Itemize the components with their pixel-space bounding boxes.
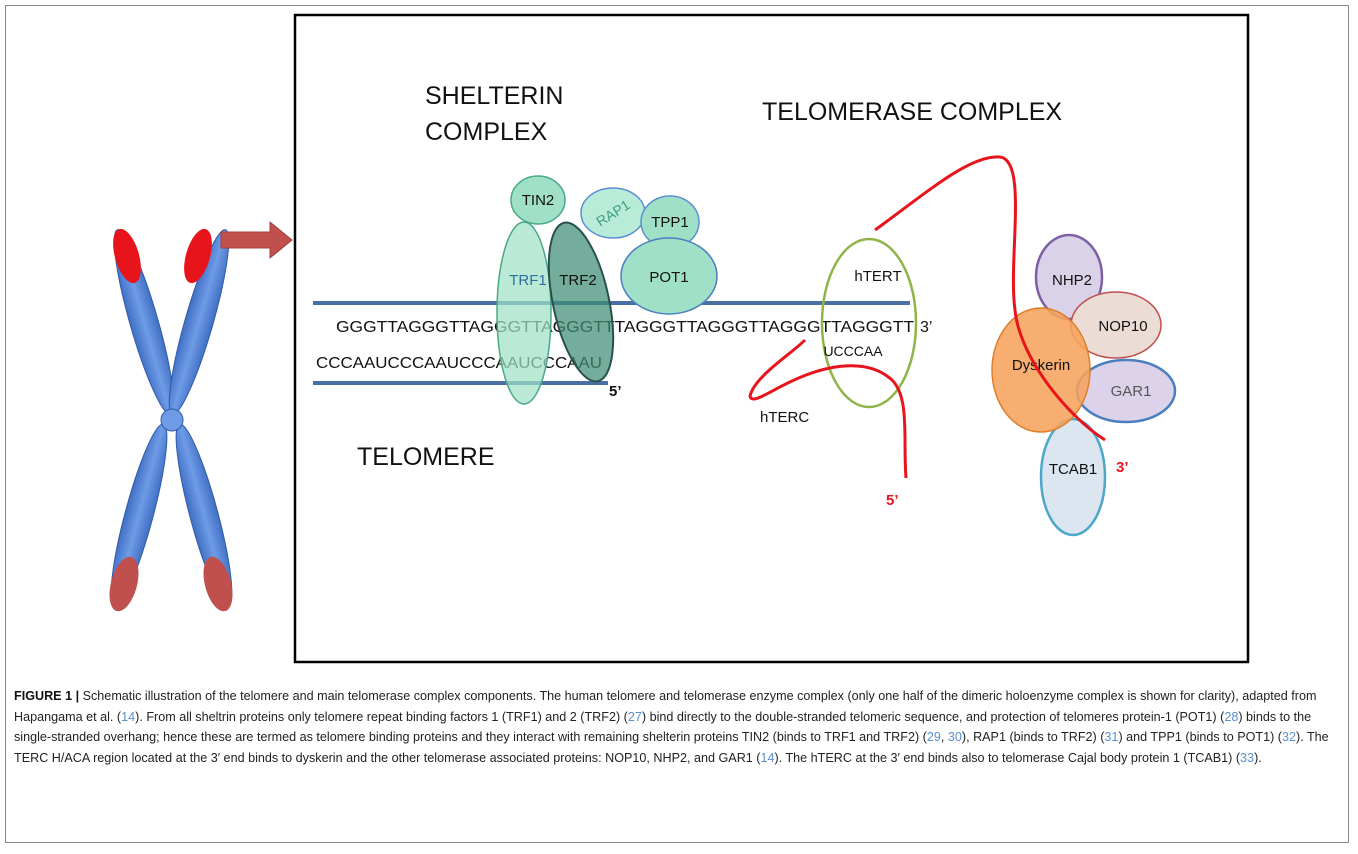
trf1-label: TRF1 — [509, 272, 547, 289]
caption-reference-link[interactable]: 14 — [760, 750, 775, 765]
trf2-protein — [547, 221, 615, 383]
trf1-protein — [496, 221, 552, 405]
tcab1-label: TCAB1 — [1049, 461, 1097, 478]
hterc-label: hTERC — [760, 409, 809, 426]
telomerase-heading: TELOMERASE COMPLEX — [762, 98, 1062, 126]
hterc-3prime-strand — [874, 155, 1106, 442]
hterc-3prime-label: 3’ — [1116, 459, 1129, 476]
zoom-arrow — [220, 220, 293, 260]
caption-reference-link[interactable]: 30 — [947, 730, 962, 745]
caption-reference-link[interactable]: 27 — [627, 709, 642, 724]
caption-body: Schematic illustration of the telomere a… — [14, 689, 1329, 765]
top-strand-sequence: GGGTTAGGGTTAGGGTTAGGGTTTAGGGTTAGGGTTAGGG… — [336, 319, 914, 336]
htert-group: hTERT UCCCAA — [820, 237, 918, 409]
caption-text: ) binds to the single-stranded overhang;… — [14, 709, 1312, 745]
tcab1-protein — [1039, 417, 1107, 537]
dyskerin-protein — [991, 307, 1091, 433]
caption-reference-link[interactable]: 14 — [121, 709, 136, 724]
pot1-label: POT1 — [649, 269, 688, 286]
top-strand-3prime: 3’ — [920, 319, 932, 336]
telomerase-accessory-proteins: NHP2 NOP10 GAR1 TCAB1 Dyskerin — [991, 233, 1177, 537]
chromosome — [109, 228, 233, 612]
htert-label: hTERT — [854, 268, 901, 285]
telomere-heading: TELOMERE — [357, 443, 495, 471]
dyskerin-label: Dyskerin — [1012, 357, 1070, 374]
telomere-cap-lower-left — [109, 556, 139, 612]
shelterin-heading-line1: SHELTERIN — [425, 82, 563, 110]
bottom-strand-5prime: 5’ — [609, 383, 622, 400]
caption-reference-link[interactable]: 32 — [1282, 730, 1297, 745]
nhp2-label: NHP2 — [1052, 272, 1092, 289]
template-sequence: UCCCAA — [823, 343, 883, 359]
tin2-protein — [510, 175, 566, 225]
caption-text: ). The hTERC at the 3′ end binds also to… — [774, 750, 1241, 765]
nop10-label: NOP10 — [1098, 318, 1147, 335]
caption-text: ). — [1254, 750, 1262, 765]
caption-reference-link[interactable]: 31 — [1104, 730, 1119, 745]
caption-reference-link[interactable]: 33 — [1240, 750, 1255, 765]
tpp1-label: TPP1 — [651, 214, 689, 231]
hterc-strand — [748, 338, 908, 479]
figure-caption: FIGURE 1 | Schematic illustration of the… — [14, 686, 1340, 768]
gar1-label: GAR1 — [1111, 383, 1152, 400]
centromere — [160, 408, 184, 432]
caption-reference-link[interactable]: 28 — [1224, 709, 1239, 724]
pot1-protein — [620, 237, 718, 315]
bottom-strand-sequence: CCCAAUCCCAAUCCCAAUCCCAAU — [316, 355, 602, 372]
htert-protein — [820, 237, 918, 409]
hterc-rna: hTERC 5’ 3’ — [748, 155, 1129, 509]
caption-reference-link[interactable]: 29 — [926, 730, 941, 745]
diagram-box — [293, 13, 1250, 664]
caption-label: FIGURE 1 | — [14, 689, 80, 703]
caption-text: ), RAP1 (binds to TRF2) ( — [961, 730, 1105, 745]
caption-text: ) bind directly to the double-stranded t… — [641, 709, 1225, 724]
caption-text: Schematic illustration of the telomere a… — [14, 689, 1317, 724]
caption-text: ). The TERC H/ACA region located at the … — [14, 730, 1329, 765]
shelterin-complex: TIN2 RAP1 TPP1 POT1 TRF1 TRF2 — [496, 175, 718, 405]
hterc-5prime-label: 5’ — [886, 492, 899, 509]
telomere-cap-upper-right — [184, 228, 212, 284]
caption-text: ) and TPP1 (binds to POT1) ( — [1118, 730, 1282, 745]
tin2-label: TIN2 — [522, 192, 555, 209]
shelterin-heading-line2: COMPLEX — [425, 118, 548, 146]
caption-text: , — [940, 730, 948, 745]
figure-frame — [5, 5, 1349, 843]
telomere-diagram: SHELTERIN COMPLEX TELOMERASE COMPLEX TEL… — [109, 13, 1250, 664]
telomere-cap-lower-right — [203, 556, 233, 612]
trf2-label: TRF2 — [559, 272, 597, 289]
caption-text: ). From all sheltrin proteins only telom… — [135, 709, 628, 724]
telomere-cap-upper-left — [113, 228, 141, 284]
